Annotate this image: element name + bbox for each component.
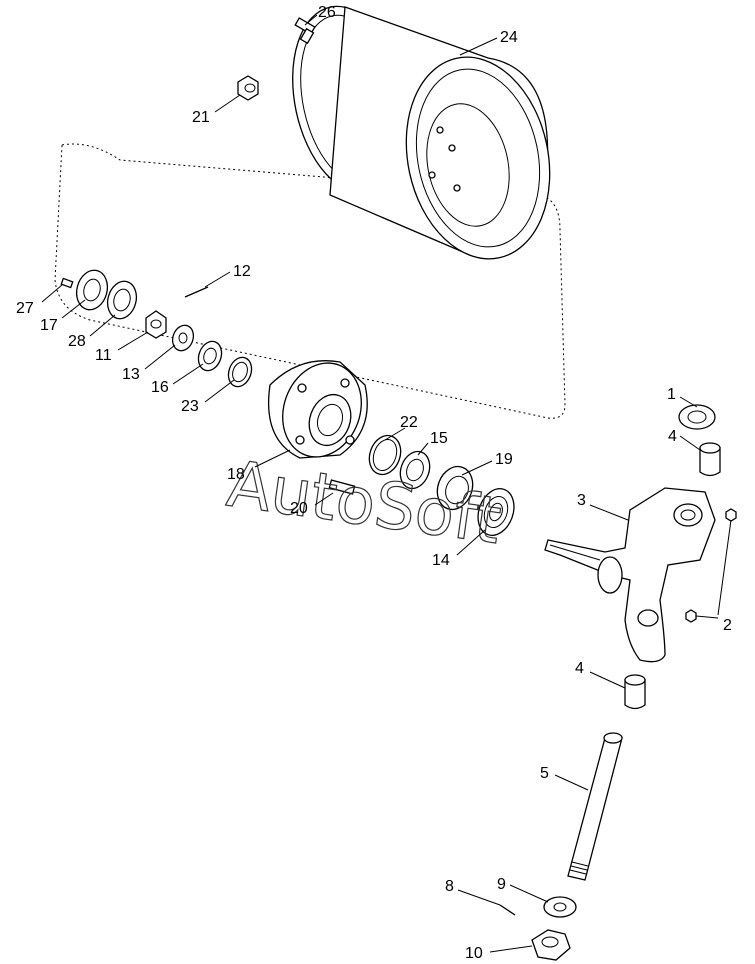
bearing-part bbox=[197, 340, 223, 372]
callout-1: 1 bbox=[667, 386, 676, 403]
callout-4-upper: 4 bbox=[668, 428, 677, 445]
inner-bearing-cup-part bbox=[436, 465, 474, 511]
wheel-stud-part bbox=[328, 479, 356, 495]
callout-14: 14 bbox=[432, 552, 450, 569]
callout-15: 15 bbox=[430, 430, 448, 447]
callout-17: 17 bbox=[40, 317, 58, 334]
cotter-pin-part bbox=[184, 286, 209, 298]
upper-sleeve-part bbox=[699, 442, 721, 477]
callout-10: 10 bbox=[465, 945, 483, 962]
bearing-cup-part bbox=[227, 356, 253, 388]
callout-19: 19 bbox=[495, 451, 513, 468]
grease-fitting-part bbox=[685, 508, 737, 623]
callout-20: 20 bbox=[290, 500, 308, 517]
top-bushing-part bbox=[678, 404, 716, 430]
callout-22: 22 bbox=[400, 414, 418, 431]
callout-2: 2 bbox=[723, 617, 732, 634]
assembly-group-outline bbox=[54, 143, 566, 419]
castle-nut-part bbox=[145, 310, 167, 339]
hub-cap-part bbox=[75, 269, 109, 311]
callout-28: 28 bbox=[68, 333, 86, 350]
king-pin-part bbox=[567, 732, 623, 881]
callout-21: 21 bbox=[192, 109, 210, 126]
callout-5: 5 bbox=[540, 765, 549, 782]
watermark-text: AutoSoft bbox=[223, 448, 505, 560]
screw-part bbox=[60, 277, 74, 289]
callout-12: 12 bbox=[233, 263, 251, 280]
inner-bearing-part bbox=[399, 450, 431, 490]
callout-4-lower: 4 bbox=[575, 660, 584, 677]
wheel-hub-part bbox=[267, 360, 368, 459]
callout-8: 8 bbox=[445, 878, 454, 895]
callout-9: 9 bbox=[497, 876, 506, 893]
callout-26: 26 bbox=[318, 4, 336, 21]
leader-lines bbox=[41, 14, 732, 953]
lower-washer-part bbox=[543, 896, 577, 918]
gasket-part bbox=[106, 280, 138, 320]
callout-23: 23 bbox=[181, 398, 199, 415]
lower-castle-nut-part bbox=[531, 929, 571, 961]
wheel-nut-part bbox=[237, 75, 259, 101]
callout-13: 13 bbox=[122, 366, 140, 383]
wheel-bolt-part bbox=[294, 17, 316, 45]
callout-3: 3 bbox=[577, 492, 586, 509]
washer-part bbox=[171, 324, 195, 352]
grease-seal-part bbox=[477, 488, 515, 536]
lower-cotter-pin-part bbox=[499, 904, 516, 916]
callout-27: 27 bbox=[16, 300, 34, 317]
lower-sleeve-part bbox=[624, 674, 646, 710]
callout-18: 18 bbox=[227, 466, 245, 483]
callout-16: 16 bbox=[151, 379, 169, 396]
wheel-rim-part bbox=[292, 5, 551, 260]
callout-24: 24 bbox=[500, 29, 518, 46]
callout-labels: 26 24 21 12 27 17 28 11 13 16 23 22 15 1… bbox=[16, 4, 732, 962]
callout-11: 11 bbox=[95, 347, 112, 364]
steering-knuckle-part bbox=[544, 487, 716, 663]
